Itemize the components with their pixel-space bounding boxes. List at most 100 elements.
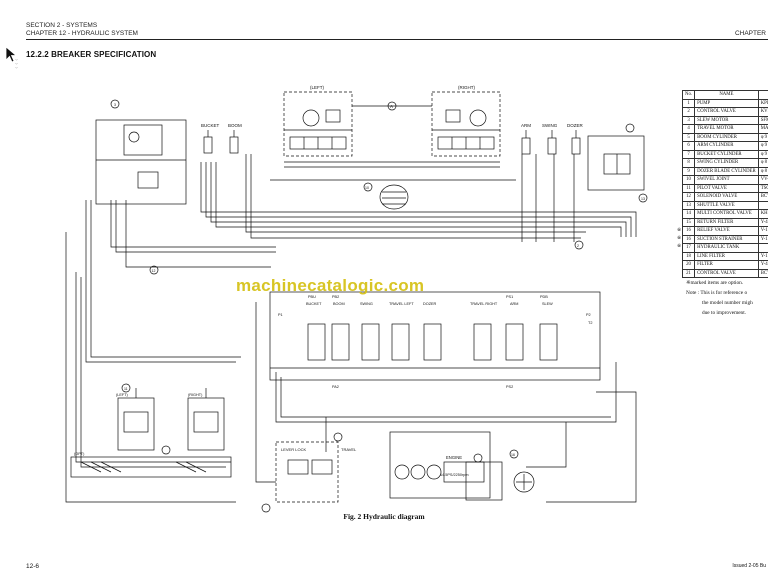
chapter-label: CHAPTER 12 - HYDRAULIC SYSTEM <box>26 30 138 37</box>
label-engine: ENGINE <box>446 455 462 460</box>
label-p1: P1 <box>278 313 283 317</box>
label-n10: 10 <box>365 186 369 190</box>
label-pdb: PDB <box>540 295 548 299</box>
label-dozer: DOZER <box>567 123 584 128</box>
label-travel: TRAVEL <box>341 447 357 452</box>
label-n2: 2 <box>577 244 579 248</box>
label-left: (LEFT) <box>310 85 325 90</box>
label-a: A <box>390 104 393 109</box>
option-mark: ※ <box>677 228 682 233</box>
mouse-cursor-icon <box>5 46 18 63</box>
notes-block: ※marked items are option. Note : This is… <box>686 278 768 318</box>
cylinders-left <box>203 130 239 154</box>
control-valve-right <box>587 123 648 203</box>
label-t2: T2 <box>588 321 592 325</box>
label-pbu: PBU <box>308 295 316 299</box>
label-arm: ARM <box>521 123 531 128</box>
travel-motor-right <box>431 91 501 157</box>
label-lever-lock: LEVER LOCK <box>281 447 306 452</box>
valve-swing: SWING <box>360 302 373 306</box>
main-control-valve <box>269 240 601 381</box>
page-header: SECTION 2 - SYSTEMS CHAPTER 12 - HYDRAUL… <box>26 22 138 38</box>
label-swing: SWING <box>542 123 558 128</box>
label-n12: 12 <box>152 269 156 273</box>
note-line-1: Note : This is for reference o <box>686 290 748 296</box>
valve-slew: SLEW <box>542 302 553 306</box>
label-right-lower: (RIGHT) <box>188 393 203 397</box>
hydraulic-pipes <box>65 154 637 503</box>
label-engine-spec: 14.5PS/2250rpm <box>440 473 469 477</box>
header-name: NAME <box>694 90 759 100</box>
hydraulic-diagram: (LEFT) (RIGHT) A 10 <box>65 85 648 513</box>
label-pa2: PA2 <box>332 385 339 389</box>
label-ps2: PS2 <box>506 385 513 389</box>
figure-caption-text: Hydraulic diagram <box>363 512 425 521</box>
issue-date: Issued 2-05 Bu <box>732 563 766 569</box>
parts-table-header: No. NAME <box>681 90 768 100</box>
cursor-residue: ·:··:··:· <box>15 58 19 70</box>
valve-travel-left: TRAVEL LEFT <box>389 302 414 306</box>
pilot-valves <box>117 383 225 455</box>
valve-boom: BOOM <box>333 302 345 306</box>
label-opt: (OPT) <box>74 452 85 456</box>
figure-caption-label: Fig. 2 <box>343 512 362 521</box>
label-p2: P2 <box>586 313 591 317</box>
page-number: 12-6 <box>26 563 40 570</box>
figure-caption: Fig. 2 Hydraulic diagram <box>0 512 768 521</box>
label-n16: 16 <box>511 453 515 457</box>
lever-lock-group <box>261 432 343 513</box>
header-rule <box>26 39 768 40</box>
header-spec <box>757 90 768 100</box>
dozer-frame <box>70 456 232 478</box>
label-n11: 11 <box>124 387 128 391</box>
valve-dozer: DOZER <box>423 302 437 306</box>
label-n3: 3 <box>114 103 116 107</box>
valve-bucket: BUCKET <box>306 302 322 306</box>
pump-engine <box>389 431 491 499</box>
note-marked: ※marked items are option. <box>686 280 744 286</box>
label-bucket: BUCKET <box>201 123 220 128</box>
solenoid-valve-left <box>95 99 187 205</box>
tank-filter <box>465 449 535 501</box>
label-n21: 13 <box>641 197 645 201</box>
travel-motor-left <box>283 91 353 157</box>
label-ps1: PS1 <box>506 295 513 299</box>
section-title: 12.2.2 BREAKER SPECIFICATION <box>26 50 157 59</box>
option-mark: ※ <box>677 236 682 241</box>
label-left-lower: (LEFT) <box>116 393 129 397</box>
label-pb2: PB2 <box>332 295 339 299</box>
note-line-2: the model number migh <box>702 300 753 306</box>
note-line-3: due to improvement. <box>702 310 746 316</box>
watermark: machinecatalogic.com <box>236 276 425 295</box>
header-no: No. <box>681 90 696 100</box>
label-boom: BOOM <box>228 123 242 128</box>
valve-arm: ARM <box>510 302 518 306</box>
cylinders-right <box>521 130 581 155</box>
option-mark: ※ <box>677 244 682 249</box>
swivel-joint <box>363 182 409 210</box>
section-label: SECTION 2 - SYSTEMS <box>26 22 98 29</box>
chapter-label-right: CHAPTER <box>734 30 766 37</box>
